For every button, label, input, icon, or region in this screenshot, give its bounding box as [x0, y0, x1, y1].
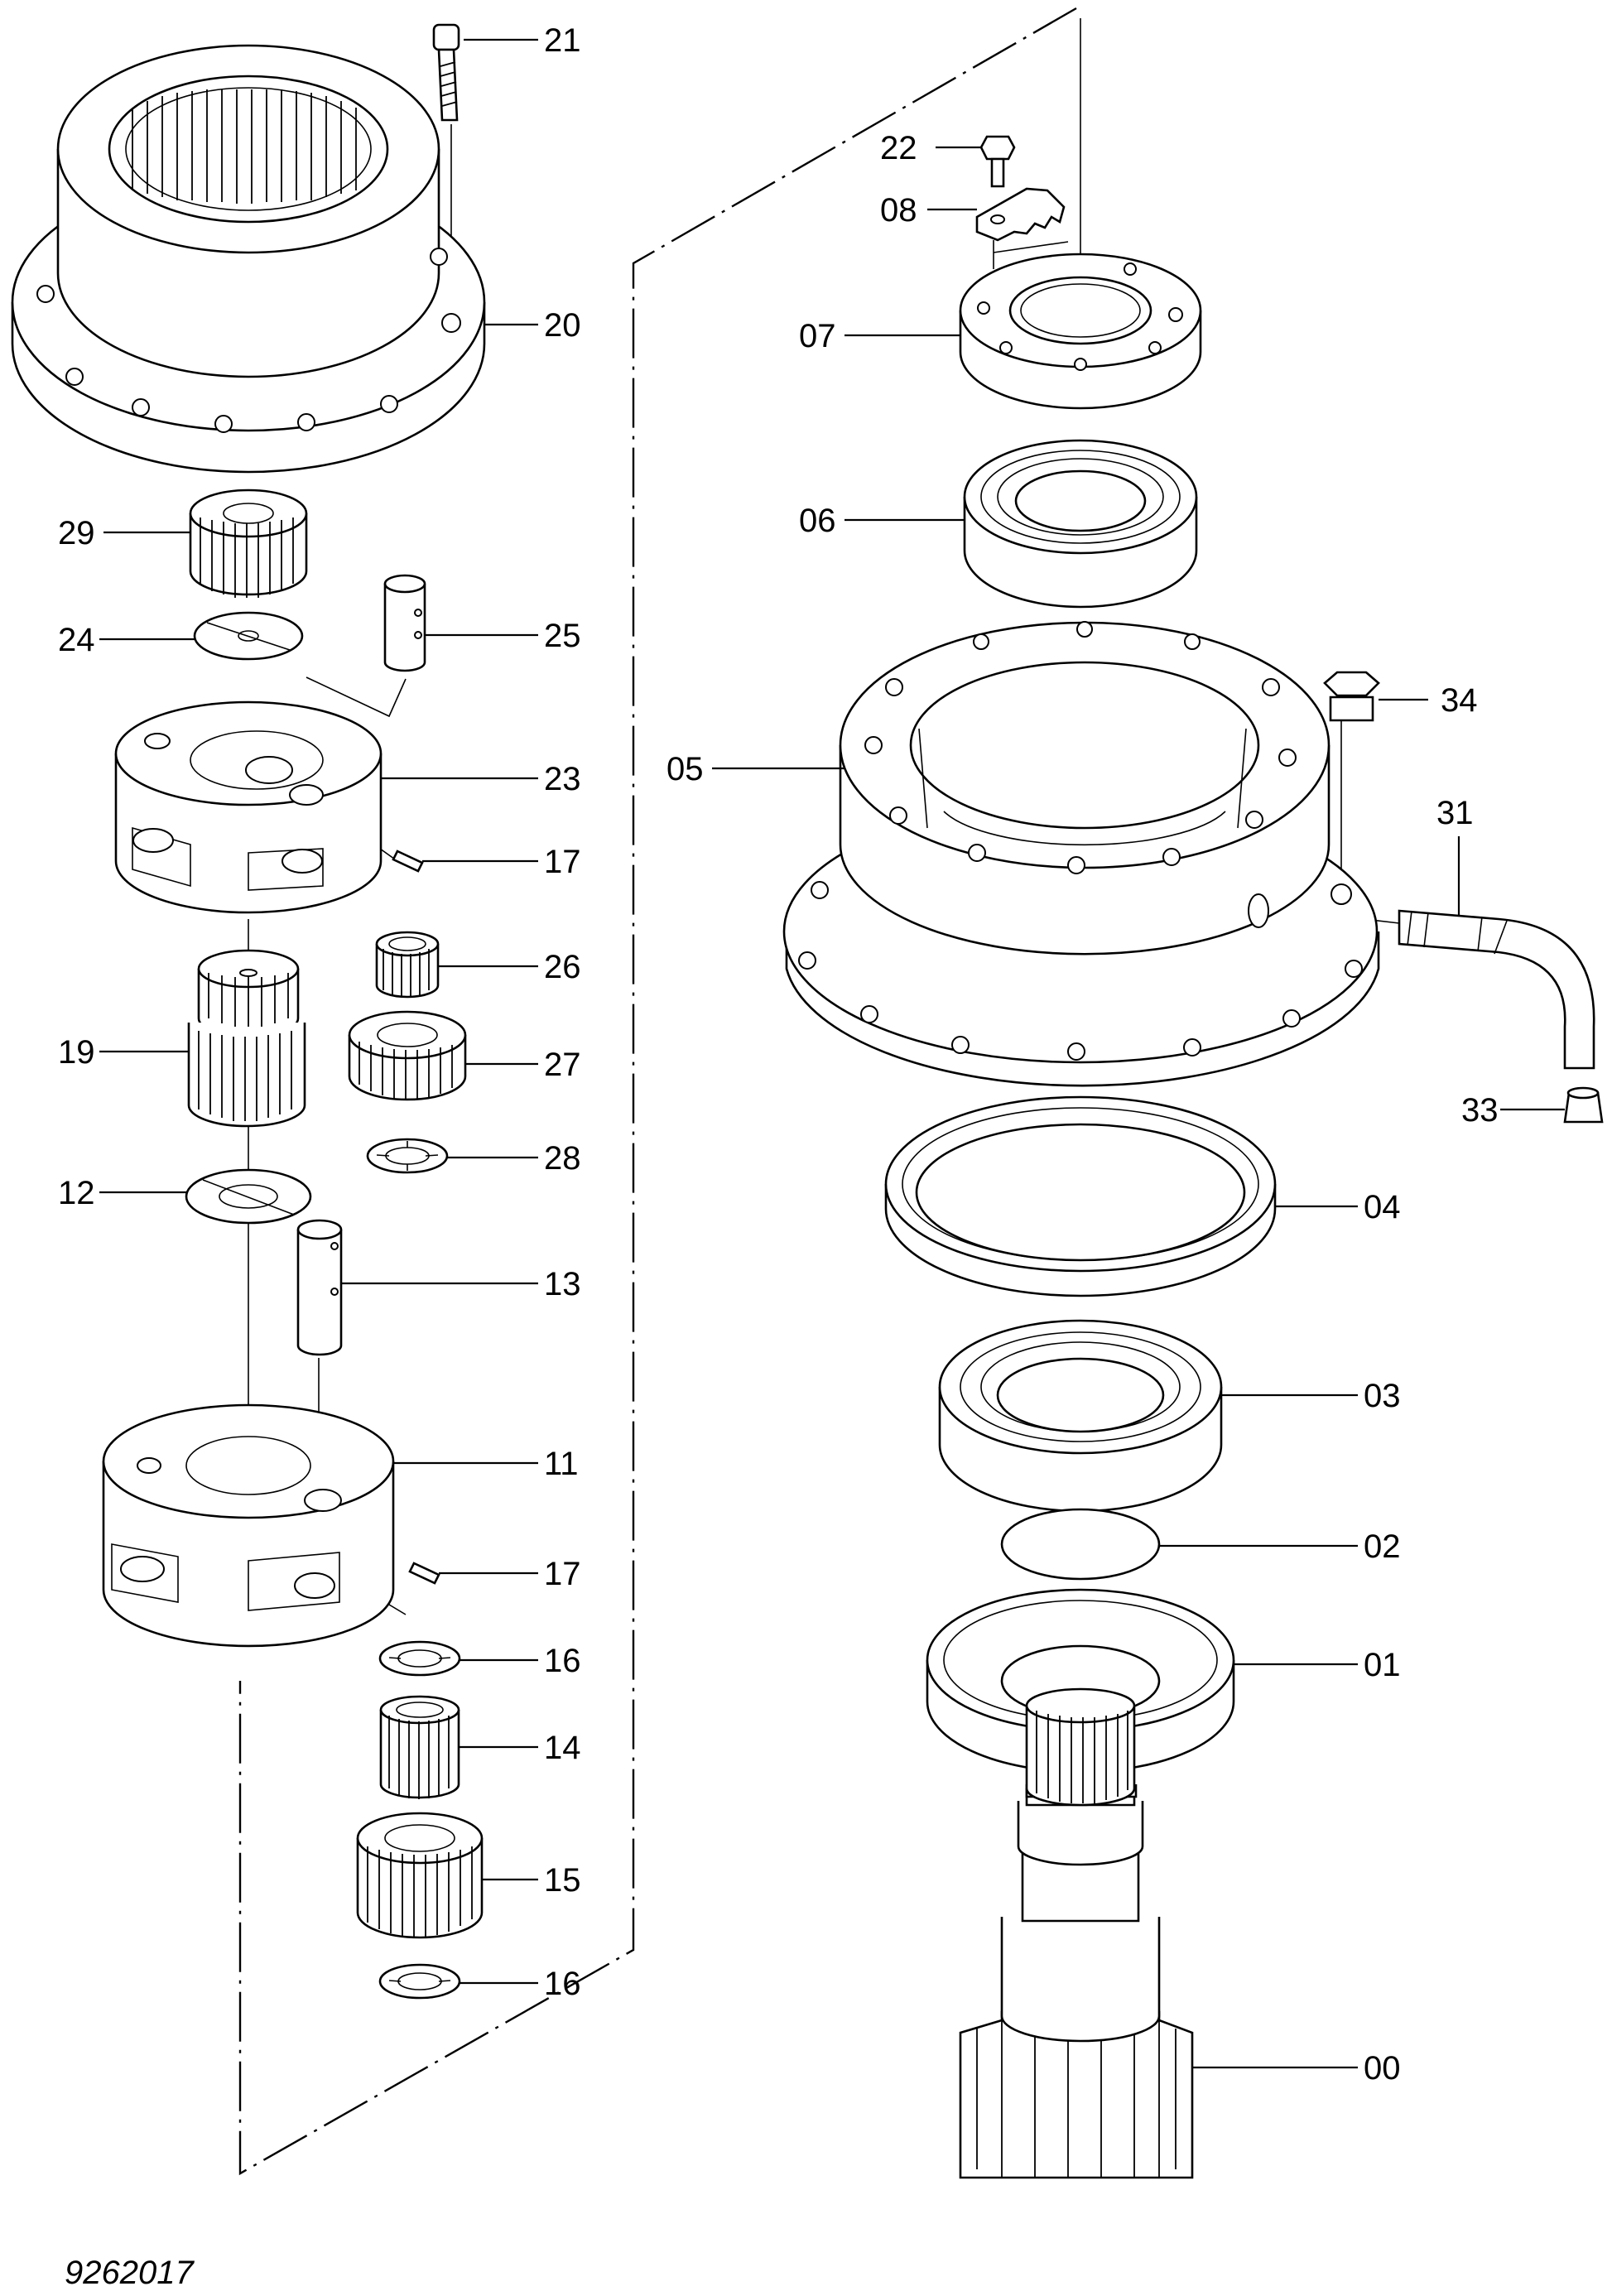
- part-17-spring-pin-upper: [392, 850, 424, 873]
- callout-labels: 21 20 29 24 25 23 17 26 19 27 28 12 13 1…: [58, 22, 1499, 2087]
- part-19-sun-gear-stage-2: [187, 949, 306, 1128]
- callout-20: 20: [544, 307, 581, 344]
- part-04-seal-ring: [884, 1095, 1277, 1297]
- callout-05: 05: [666, 751, 704, 787]
- part-34-plug: [1323, 671, 1380, 722]
- part-11-planet-carrier-lower: [102, 1403, 395, 1648]
- callout-02: 02: [1364, 1528, 1401, 1565]
- callout-24: 24: [58, 622, 95, 658]
- part-26-needle-bearing: [375, 931, 440, 999]
- callout-13: 13: [544, 1266, 581, 1302]
- callout-16-lower: 16: [544, 1966, 581, 2002]
- part-06-oil-seal: [963, 439, 1198, 609]
- part-27-planet-gear: [348, 1010, 467, 1101]
- callout-27: 27: [544, 1047, 581, 1083]
- callout-21: 21: [544, 22, 581, 59]
- part-16-thrust-plate-upper: [378, 1640, 461, 1677]
- callout-leader-lines: [99, 38, 1565, 2069]
- callout-19: 19: [58, 1034, 95, 1071]
- part-00-pinion-shaft: [959, 1687, 1194, 2179]
- callout-11: 11: [544, 1446, 579, 1482]
- callout-15: 15: [544, 1862, 581, 1899]
- part-28-thrust-plate: [366, 1138, 449, 1174]
- callout-28: 28: [544, 1140, 581, 1177]
- callout-12: 12: [58, 1175, 95, 1211]
- callout-26: 26: [544, 949, 581, 985]
- part-16-thrust-plate-lower: [378, 1963, 461, 2000]
- callout-33: 33: [1461, 1092, 1499, 1129]
- callout-06: 06: [799, 503, 836, 539]
- callout-31: 31: [1436, 795, 1474, 831]
- part-20-ring-gear-housing: [11, 44, 486, 474]
- part-07-ring-nut: [959, 253, 1202, 410]
- part-08-lock-plate: [975, 187, 1066, 242]
- callout-04: 04: [1364, 1189, 1401, 1225]
- part-13-pin: [296, 1219, 343, 1356]
- part-17-spring-pin-lower: [408, 1562, 440, 1585]
- callout-17-lower: 17: [544, 1556, 581, 1592]
- callout-01: 01: [1364, 1647, 1401, 1683]
- part-33-cap: [1563, 1086, 1604, 1124]
- part-22-bolt: [979, 135, 1016, 188]
- part-15-planet-gear: [356, 1812, 484, 1939]
- callout-00: 00: [1364, 2050, 1401, 2087]
- callout-14: 14: [544, 1730, 581, 1766]
- part-05-housing: [782, 621, 1380, 1087]
- part-02-shim: [1000, 1508, 1161, 1581]
- part-03-roller-bearing: [938, 1319, 1223, 1513]
- callout-03: 03: [1364, 1378, 1401, 1414]
- part-24-thrust-washer: [193, 611, 304, 661]
- exploded-view-boundary: [238, 7, 1077, 2176]
- part-29-sun-gear: [189, 489, 308, 598]
- callout-25: 25: [544, 618, 581, 654]
- callout-16-upper: 16: [544, 1643, 581, 1679]
- part-21-cap-screw: [432, 23, 460, 122]
- part-31-drain-pipe: [1398, 909, 1595, 1070]
- drawing-code: 9262017: [65, 2255, 195, 2291]
- part-25-pin: [383, 574, 426, 672]
- callout-17-upper: 17: [544, 844, 581, 880]
- callout-29: 29: [58, 515, 95, 551]
- part-23-planet-carrier-upper: [114, 700, 383, 914]
- callout-34: 34: [1441, 682, 1478, 719]
- callout-23: 23: [544, 761, 581, 797]
- part-12-thrust-washer: [185, 1168, 312, 1225]
- callout-08: 08: [880, 192, 917, 229]
- callout-22: 22: [880, 130, 917, 166]
- part-14-needle-bearing: [379, 1695, 460, 1799]
- callout-07: 07: [799, 318, 836, 354]
